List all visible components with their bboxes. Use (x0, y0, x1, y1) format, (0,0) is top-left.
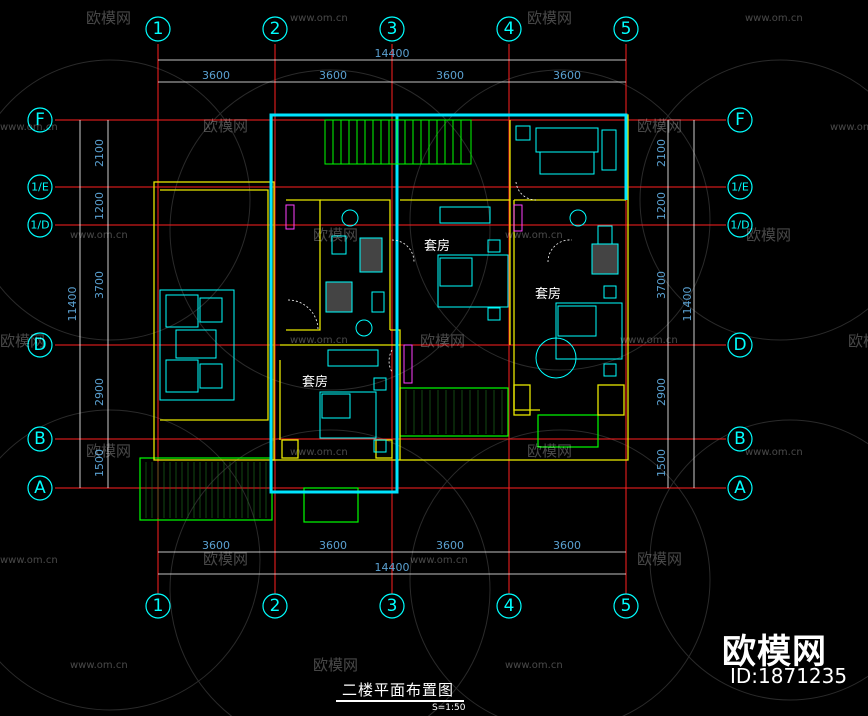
room-label-suite-lower: 套房 (302, 374, 328, 390)
dim-bottom-total: 14400 (375, 561, 410, 574)
axis-label-col-4: 4 (504, 19, 515, 39)
watermark-url: www.om.cn (620, 335, 678, 346)
doors (287, 181, 573, 373)
watermark-url: www.om.cn (505, 230, 563, 241)
watermark-url: www.om.cn (290, 335, 348, 346)
dim-left-seg-4: 2900 (93, 378, 106, 406)
walls (153, 114, 629, 461)
dimension-texts: 14400 3600 3600 3600 3600 3600 3600 3600… (66, 47, 694, 574)
watermark-url: www.om.cn (70, 230, 128, 241)
dim-top-seg-2: 3600 (319, 69, 347, 82)
axis-label-row-a-right: A (734, 478, 746, 498)
title-underline (336, 700, 464, 702)
dim-right-seg-2: 1200 (655, 192, 668, 220)
drawing-title: 二楼平面布置图 (341, 681, 454, 699)
watermarks: www.om.cn www.om.cn www.om.cn www.om.cn … (0, 9, 868, 674)
dim-bottom-seg-1: 3600 (202, 539, 230, 552)
watermark-brand: 欧模网 (203, 550, 248, 568)
terrace-hatch (145, 390, 503, 518)
dim-right-seg-5: 1500 (655, 449, 668, 477)
watermark-brand: 欧模网 (203, 117, 248, 135)
watermark-brand: 欧模网 (637, 117, 682, 135)
watermark-brand: 欧模网 (527, 9, 572, 27)
watermark-brand: 欧模网 (313, 656, 358, 674)
axis-label-col-5: 5 (621, 19, 632, 39)
furniture (159, 125, 623, 453)
dim-right-total: 11400 (681, 287, 694, 322)
axis-label-col-2-bottom: 2 (270, 596, 281, 616)
brand-id: ID:1871235 (730, 664, 848, 688)
axis-label-col-1: 1 (153, 19, 164, 39)
axis-label-row-f: F (35, 110, 45, 130)
drawing-scale: S=1:50 (432, 703, 466, 713)
dim-left-seg-3: 3700 (93, 271, 106, 299)
dim-top-seg-3: 3600 (436, 69, 464, 82)
axis-label-col-5-bottom: 5 (621, 596, 632, 616)
upper-floor-highlight-top (271, 113, 628, 200)
axis-label-row-f-right: F (735, 110, 745, 130)
watermark-brand: 欧模网 (848, 332, 868, 350)
watermark-url: www.om.cn (410, 555, 468, 566)
axis-label-row-1e: 1/E (31, 181, 49, 194)
axis-label-col-3-bottom: 3 (387, 596, 398, 616)
dim-left-total: 11400 (66, 287, 79, 322)
dim-bottom-seg-4: 3600 (553, 539, 581, 552)
watermark-circles (0, 59, 868, 716)
axis-label-row-1d-right: 1/D (730, 219, 749, 232)
watermark-url: www.om.cn (290, 447, 348, 458)
axis-label-row-d: D (33, 335, 46, 355)
dim-left-seg-1: 2100 (93, 139, 106, 167)
watermark-url: www.om.cn (830, 122, 868, 133)
watermark-url: www.om.cn (290, 13, 348, 24)
watermark-url: www.om.cn (505, 660, 563, 671)
axis-label-row-a: A (34, 478, 46, 498)
room-labels: 套房 套房 套房 (302, 238, 561, 390)
axis-labels: 1 2 3 4 5 1 2 3 4 5 F 1/E 1/D D B A F 1/… (30, 19, 749, 616)
axis-bubbles (27, 16, 753, 619)
watermark-brand: 欧模网 (0, 332, 45, 350)
dim-bottom-seg-2: 3600 (319, 539, 347, 552)
watermark-url: www.om.cn (0, 122, 58, 133)
watermark-url: www.om.cn (0, 555, 58, 566)
watermark-brand: 欧模网 (527, 442, 572, 460)
dim-top-seg-1: 3600 (202, 69, 230, 82)
staircase (324, 119, 472, 165)
magenta-accents (285, 204, 523, 384)
dim-right-seg-3: 3700 (655, 271, 668, 299)
watermark-brand: 欧模网 (637, 550, 682, 568)
dim-bottom-seg-3: 3600 (436, 539, 464, 552)
axis-label-row-1e-right: 1/E (731, 181, 749, 194)
dim-right-seg-1: 2100 (655, 139, 668, 167)
axis-label-col-3: 3 (387, 19, 398, 39)
dimension-lines (79, 59, 695, 575)
axis-label-row-1d: 1/D (30, 219, 49, 232)
watermark-brand: 欧模网 (313, 226, 358, 244)
axis-label-row-b-right: B (734, 429, 746, 449)
watermark-brand: 欧模网 (86, 9, 131, 27)
axis-label-col-2: 2 (270, 19, 281, 39)
watermark-url: www.om.cn (745, 13, 803, 24)
watermark-brand: 欧模网 (420, 332, 465, 350)
room-label-suite-middle: 套房 (424, 238, 450, 254)
axis-label-col-1-bottom: 1 (153, 596, 164, 616)
axis-label-row-d-right: D (733, 335, 746, 355)
dim-top-total: 14400 (375, 47, 410, 60)
watermark-brand: 欧模网 (86, 442, 131, 460)
dim-left-seg-5: 1500 (93, 449, 106, 477)
axis-label-row-b: B (34, 429, 46, 449)
dim-top-seg-4: 3600 (553, 69, 581, 82)
room-label-suite-right: 套房 (535, 286, 561, 302)
watermark-url: www.om.cn (745, 447, 803, 458)
dim-left-seg-2: 1200 (93, 192, 106, 220)
axis-label-col-4-bottom: 4 (504, 596, 515, 616)
watermark-url: www.om.cn (70, 660, 128, 671)
dim-right-seg-4: 2900 (655, 378, 668, 406)
watermark-brand: 欧模网 (746, 226, 791, 244)
brand-logo-text: 欧模网 (722, 632, 827, 672)
